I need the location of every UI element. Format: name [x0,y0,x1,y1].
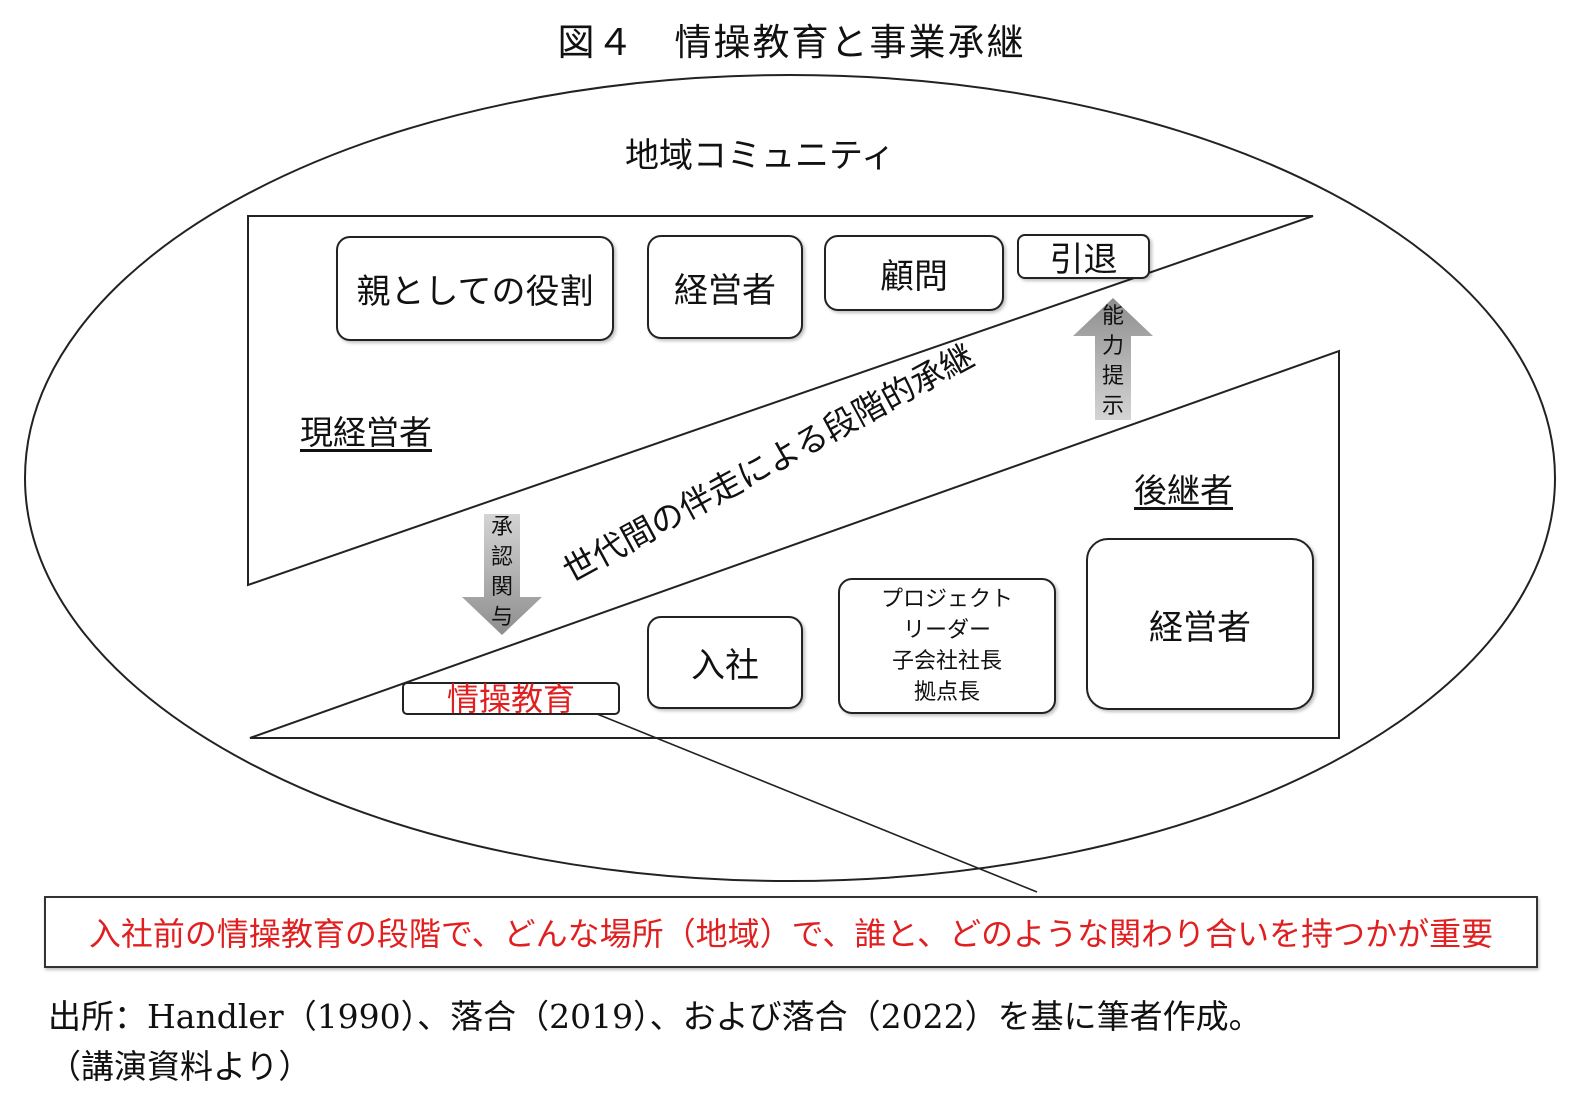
ability-arrow-label: 能 力 提 示 [1101,304,1124,419]
leader-box: プロジェクト リーダー 子会社社長 拠点長 [838,578,1056,714]
approval-arrow [462,514,542,635]
joining-box: 入社 [647,616,803,709]
source-line: 出所：Handler（1990）、落合（2019）、および落合（2022）を基に… [48,997,1262,1036]
successor-triangle [249,349,1340,739]
approval-arrow-label: 承 認 関 与 [490,515,513,630]
community-label: 地域コミュニティ [625,136,895,176]
current-manager-label: 現経営者 [300,413,432,452]
successor-label: 後継者 [1134,471,1233,510]
source-note: （講演資料より） [48,1047,312,1086]
callout-line [596,713,1038,893]
leader-line: 拠点長 [913,680,980,705]
ability-arrow [1073,298,1153,420]
community-ellipse [24,74,1556,882]
leader-line: プロジェクト [880,587,1013,612]
highlight-note: 入社前の情操教育の段階で、どんな場所（地域）で、誰と、どのような関わり合いを持つ… [44,896,1538,968]
advisor-box: 顧問 [824,235,1004,311]
manager-box-successor: 経営者 [1086,538,1314,710]
retirement-box: 引退 [1017,234,1150,280]
manager-box-current: 経営者 [647,235,803,339]
leader-line: 子会社社長 [891,649,1002,674]
leader-line: リーダー [902,618,991,643]
info-education-box: 情操教育 [402,682,620,715]
parent-role-box: 親としての役割 [336,236,614,341]
figure-title: 図４ 情操教育と事業承継 [557,21,1026,64]
